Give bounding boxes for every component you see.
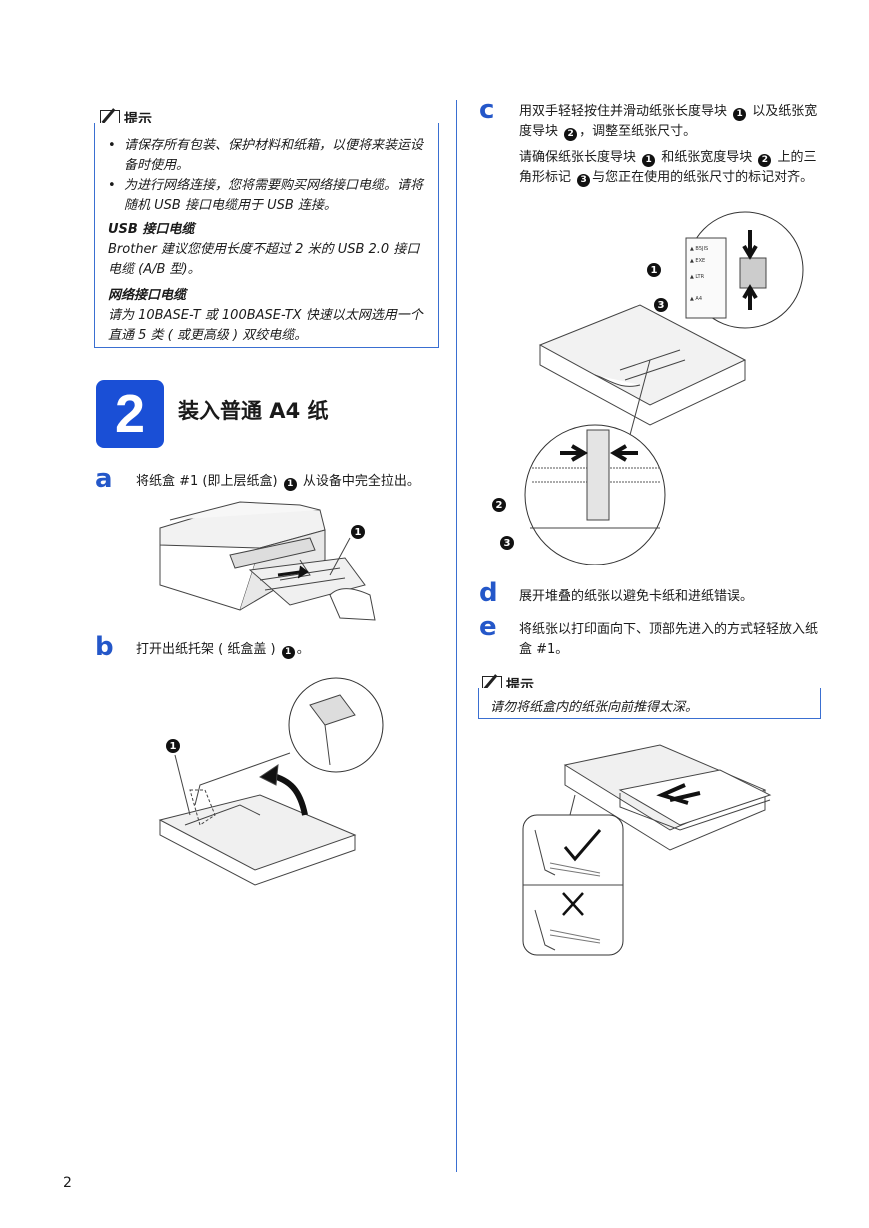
figure-paper-guides: ▲ B5JIS ▲ EXE ▲ LTR ▲ A4: [524, 211, 804, 565]
figure-load-paper: [522, 744, 772, 956]
step-b-text: 打开出纸托架 ( 纸盒盖 ) 1。: [136, 642, 310, 659]
note-box: [478, 688, 821, 719]
svg-text:▲ B5JIS: ▲ B5JIS: [690, 246, 708, 252]
page-number: 2: [63, 1175, 72, 1191]
figure-printer-tray: [159, 501, 376, 621]
figure-output-cover: [158, 677, 384, 886]
step-a-text: 将纸盒 #1 (即上层纸盒) 1 从设备中完全拉出。: [136, 474, 420, 491]
note-content: 请保存所有包装、保护材料和纸箱，以便将来装运设备时使用。 为进行网络连接，您将需…: [96, 136, 426, 346]
step-letter: d: [479, 578, 498, 608]
note-bullet: 请保存所有包装、保护材料和纸箱，以便将来装运设备时使用。: [96, 136, 426, 176]
note-bullet: 为进行网络连接，您将需要购买网络接口电缆。请将随机 USB 接口电缆用于 USB…: [96, 176, 426, 216]
callout-marker: 1: [283, 477, 297, 491]
figure-c-callout: 1: [647, 263, 661, 277]
step-letter: a: [95, 464, 113, 494]
usb-text: Brother 建议您使用长度不超过 2 米的 USB 2.0 接口电缆 (A/…: [108, 242, 420, 277]
usb-heading: USB 接口电缆: [108, 222, 195, 237]
note-text: 请勿将纸盒内的纸张向前推得太深。: [490, 700, 699, 715]
step-letter: e: [479, 612, 497, 642]
figure-a-callout: 1: [351, 525, 365, 539]
step-letter: b: [95, 632, 114, 662]
step-letter: c: [479, 95, 495, 125]
svg-text:▲ LTR: ▲ LTR: [690, 274, 705, 280]
figure-b-callout: 1: [166, 739, 180, 753]
column-divider: [456, 100, 457, 1172]
figure-c-callout: 3: [500, 536, 514, 550]
svg-text:▲ EXE: ▲ EXE: [690, 258, 705, 264]
step-d-text: 展开堆叠的纸张以避免卡纸和进纸错误。: [519, 589, 754, 604]
section-number: 2: [96, 380, 164, 448]
figure-c-callout: 3: [654, 298, 668, 312]
lan-text: 请为 10BASE-T 或 100BASE-TX 快速以太网选用一个直通 5 类…: [108, 308, 423, 343]
figure-c-callout: 2: [492, 498, 506, 512]
svg-text:▲ A4: ▲ A4: [690, 296, 702, 302]
step-e-text: 将纸张以打印面向下、顶部先进入的方式轻轻放入纸盒 #1。: [519, 622, 819, 657]
lan-heading: 网络接口电缆: [108, 288, 187, 303]
callout-marker: 1: [281, 645, 295, 659]
section-title: 装入普通 A4 纸: [178, 399, 329, 423]
step-c-text: 用双手轻轻按住并滑动纸张长度导块 1 以及纸张宽度导块 2，调整至纸张尺寸。 请…: [519, 104, 818, 187]
